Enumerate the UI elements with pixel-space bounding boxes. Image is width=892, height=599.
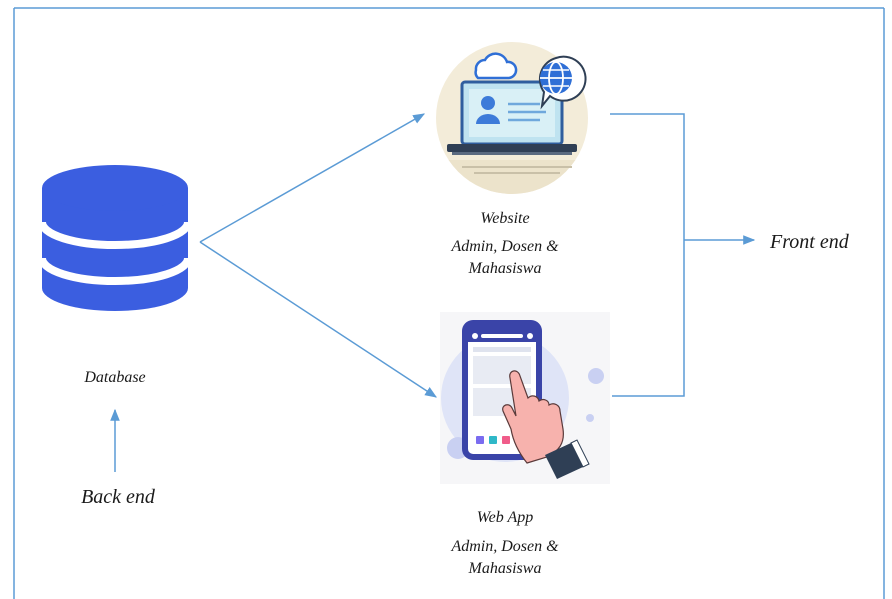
phone-webapp-icon (440, 312, 610, 484)
frame-border (13, 7, 885, 599)
database-icon (38, 165, 192, 311)
frontend-label: Front end (770, 231, 849, 253)
webapp-subtitle: Admin, Dosen & Mahasiswa (451, 538, 559, 577)
arrow-db-to-webapp (199, 241, 438, 398)
backend-label: Back end (81, 486, 155, 508)
webapp-title: Web App (476, 509, 534, 526)
laptop-website-icon (436, 42, 588, 194)
website-title: Website (480, 210, 530, 227)
arrow-db-to-website (199, 113, 426, 243)
frontend-connector (610, 113, 756, 397)
website-subtitle: Admin, Dosen & Mahasiswa (451, 238, 559, 277)
database-label: Database (84, 369, 146, 386)
